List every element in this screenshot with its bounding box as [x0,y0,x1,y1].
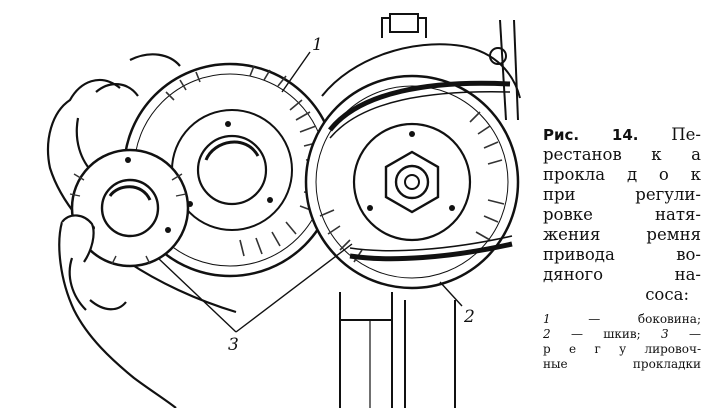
caption-text: Пе- [671,125,701,144]
callout-leaders [157,51,463,333]
caption-line-8: дяного на- [543,265,701,284]
caption-lead: Рис. 14. [543,126,639,144]
caption-line-5: ровке натя- [543,205,701,224]
legend-line-2: 2 — шкив; 3 — [543,327,701,341]
callout-1: 1 [312,35,323,55]
caption-line-1: Рис. 14. Пе- [543,125,701,145]
caption-line-2: рестанов к а [543,145,701,164]
caption-line-4: при регули- [543,185,701,204]
caption-line-9: coca: [645,285,689,304]
callout-3: 3 [228,335,239,355]
hand-front [58,214,177,408]
figure-caption: Рис. 14. Пе- рестанов к а прокла д о к п… [543,125,701,372]
legend-line-4: ные прокладки [543,357,701,371]
legend-line-3: р е г у лировоч- [543,342,701,356]
adjusting-shim-part-3 [69,148,190,268]
caption-line-6: жения ремня [543,225,701,244]
hand-back [46,53,237,314]
pulley-illustration: 1 2 3 [46,13,521,408]
pulley-part-2 [304,74,520,290]
caption-line-3: прокла д о к [543,165,701,184]
legend-line-1: 1 — боковина; [543,312,701,326]
callout-2: 2 [463,307,475,327]
caption-line-7: привода во- [543,245,701,264]
engine-body [321,13,521,408]
figure-legend: 1 — боковина; 2 — шкив; 3 — р е г у лиро… [543,312,701,372]
